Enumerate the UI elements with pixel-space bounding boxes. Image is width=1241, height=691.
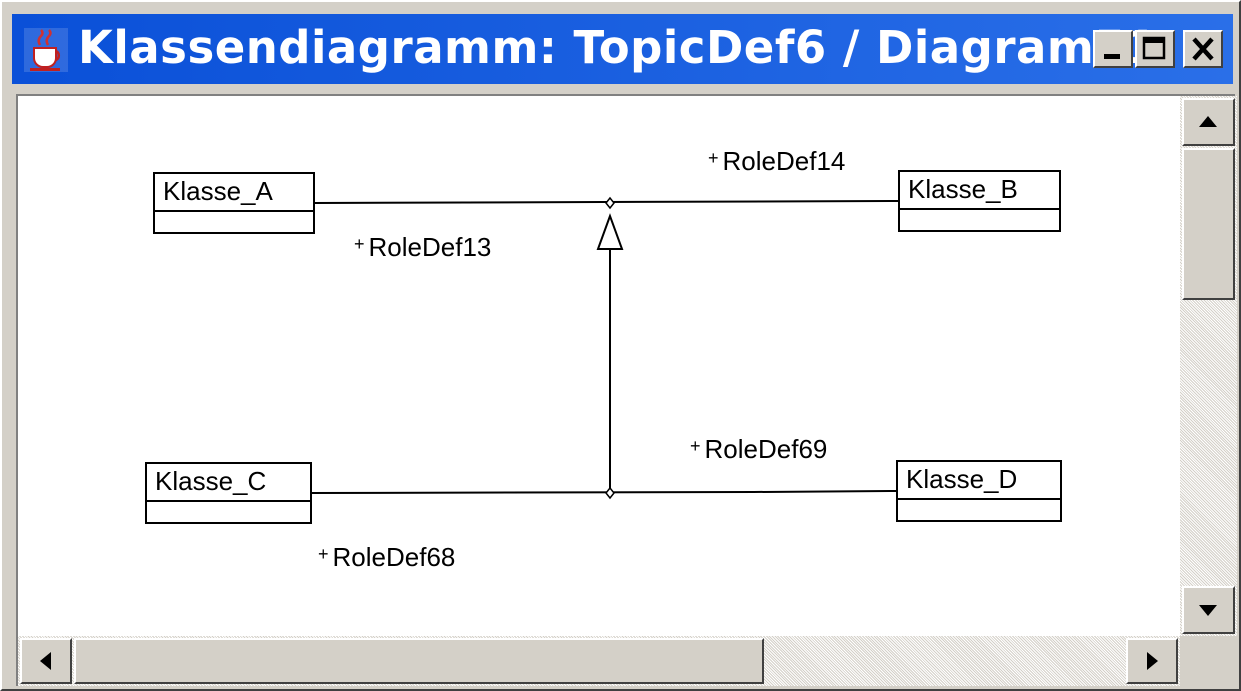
close-button[interactable]: [1183, 30, 1223, 68]
minimize-button[interactable]: [1093, 30, 1133, 68]
minimize-icon: [1104, 54, 1120, 59]
role-name: RoleDef68: [332, 542, 456, 572]
class-box-klasse-a[interactable]: Klasse_A: [153, 172, 315, 234]
maximize-icon: [1142, 36, 1166, 60]
maximize-button[interactable]: [1135, 30, 1175, 68]
java-cup-icon: [24, 28, 68, 72]
role-name: RoleDef69: [704, 434, 828, 464]
title-bar[interactable]: Klassendiagramm: TopicDef6 / Diagram51: [12, 14, 1233, 84]
class-box-klasse-c[interactable]: Klasse_C: [145, 462, 312, 524]
visibility-marker: +: [708, 148, 719, 168]
attribute-section: [900, 210, 1059, 222]
vertical-scrollbar[interactable]: [1180, 96, 1237, 636]
window-title: Klassendiagramm: TopicDef6 / Diagram51: [78, 21, 1158, 74]
scrollbar-corner: [1180, 636, 1237, 686]
attribute-section: [898, 500, 1060, 512]
role-label-roledef68[interactable]: +RoleDef68: [318, 542, 455, 573]
scroll-left-button[interactable]: [20, 638, 72, 684]
diagram-viewport: Klasse_A Klasse_B Klasse_C Klasse_D +Rol…: [16, 94, 1237, 686]
horizontal-scrollbar[interactable]: [18, 636, 1180, 686]
horizontal-scroll-thumb[interactable]: [74, 638, 764, 684]
class-name: Klasse_B: [900, 172, 1059, 210]
attribute-section: [155, 212, 313, 224]
visibility-marker: +: [318, 544, 329, 564]
scroll-down-button[interactable]: [1182, 586, 1235, 634]
arrow-down-icon: [1199, 605, 1217, 616]
class-name: Klasse_A: [155, 174, 313, 212]
role-name: RoleDef13: [368, 232, 492, 262]
visibility-marker: +: [354, 234, 365, 254]
scroll-up-button[interactable]: [1182, 98, 1235, 146]
vertical-scroll-thumb[interactable]: [1182, 148, 1235, 300]
arrow-left-icon: [40, 652, 51, 670]
arrow-right-icon: [1147, 652, 1158, 670]
scroll-right-button[interactable]: [1126, 638, 1178, 684]
role-label-roledef13[interactable]: +RoleDef13: [354, 232, 491, 263]
attribute-section: [147, 502, 310, 514]
class-box-klasse-b[interactable]: Klasse_B: [898, 170, 1061, 232]
role-label-roledef69[interactable]: +RoleDef69: [690, 434, 827, 465]
diagram-canvas[interactable]: Klasse_A Klasse_B Klasse_C Klasse_D +Rol…: [18, 96, 1180, 636]
class-name: Klasse_C: [147, 464, 310, 502]
close-icon: [1192, 37, 1214, 61]
class-name: Klasse_D: [898, 462, 1060, 500]
visibility-marker: +: [690, 436, 701, 456]
class-box-klasse-d[interactable]: Klasse_D: [896, 460, 1062, 522]
arrow-up-icon: [1199, 116, 1217, 127]
role-name: RoleDef14: [722, 146, 846, 176]
association-lines: [309, 196, 899, 500]
role-label-roledef14[interactable]: +RoleDef14: [708, 146, 845, 177]
